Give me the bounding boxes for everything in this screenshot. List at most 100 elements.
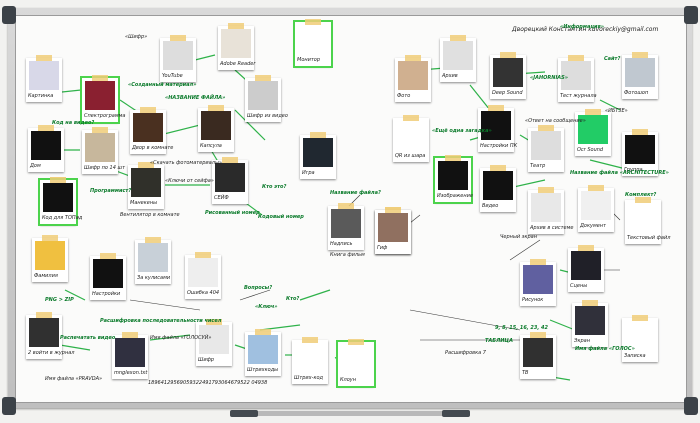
handwritten-note: PNG > ZIP xyxy=(45,297,74,303)
photo-card-manekeny: Манекены xyxy=(128,162,164,209)
card-caption: Спектрограмма xyxy=(84,113,126,119)
card-caption: Текстовый файл xyxy=(627,235,671,241)
photo-card-spectrogram: Спектрограмма xyxy=(80,75,125,124)
corner-cap-tr xyxy=(684,6,698,24)
photo-card-barcode: Штрих-код xyxy=(292,337,328,384)
card-image xyxy=(625,135,655,164)
tape xyxy=(588,185,604,191)
card-caption: Ocr Sound xyxy=(577,147,604,153)
tape xyxy=(488,105,504,111)
card-image xyxy=(93,259,123,288)
card-caption: Настройки ПК xyxy=(480,143,518,149)
card-caption: QR из шара xyxy=(395,153,426,159)
card-image xyxy=(483,171,513,200)
card-image xyxy=(378,213,408,242)
card-image xyxy=(625,58,655,87)
photo-card-matreshka: Фамилия xyxy=(32,235,68,282)
handwritten-note: «Ключи от сейфа» xyxy=(165,178,214,184)
photo-card-teatr: Театр xyxy=(528,125,564,172)
card-image xyxy=(578,115,608,144)
card-image xyxy=(248,335,278,364)
handwritten-note: «Шифр» xyxy=(125,34,148,40)
card-image xyxy=(571,251,601,280)
tape xyxy=(50,177,66,183)
handwritten-note: «Скачать фотоматериалы» xyxy=(150,160,222,166)
photo-card-fire: 2 войти в журнал xyxy=(26,312,74,359)
photo-card-greensq: Ocr Sound xyxy=(575,109,611,156)
tape xyxy=(255,329,271,335)
handwritten-note: «Созданный материал» xyxy=(128,82,197,88)
corner-cap-tl xyxy=(2,6,16,24)
photo-card-gruppa: Группа xyxy=(622,129,658,176)
photo-card-koddlya: Код для ТОПа xyxy=(38,177,79,226)
tape xyxy=(38,125,54,131)
card-image xyxy=(625,321,655,350)
card-image xyxy=(115,338,145,367)
marker-tray xyxy=(235,411,465,416)
card-caption: Капсула xyxy=(200,143,222,149)
photo-card-screen2: Экран xyxy=(572,300,608,347)
photo-card-nastoyka: Настройки xyxy=(90,253,126,300)
card-image xyxy=(396,121,426,150)
card-caption: Документ xyxy=(580,223,606,229)
card-caption: Фотошоп xyxy=(624,90,649,96)
tape xyxy=(578,245,594,251)
card-caption: Игра xyxy=(302,170,315,176)
photo-card-room: Двор в комнате xyxy=(130,107,173,154)
card-image xyxy=(163,41,193,70)
card-image xyxy=(295,343,325,372)
tape xyxy=(138,162,154,168)
photo-card-doc2: Шифр xyxy=(196,319,232,366)
card-caption: Фамилия xyxy=(34,273,58,279)
photo-card-youtube: YouTube xyxy=(160,35,196,82)
handwritten-note: Сайт? xyxy=(604,56,621,62)
card-image xyxy=(531,131,561,160)
card-caption: Дом xyxy=(30,163,41,169)
tape xyxy=(405,55,421,61)
photo-card-blue: Штрихкоды xyxy=(245,329,281,376)
card-image xyxy=(581,191,611,220)
photo-card-adobe: Adobe Reader xyxy=(218,23,255,70)
tape xyxy=(310,132,326,138)
photo-card-doska: Надпись xyxy=(328,203,364,250)
card-image xyxy=(298,25,328,54)
card-caption: Шифр из видео xyxy=(247,113,288,119)
handwritten-note: «НАЗВАНИЕ ФАЙЛА» xyxy=(165,95,226,101)
handwritten-note: Вентилятор в комнате xyxy=(120,212,180,218)
card-caption: Сцены xyxy=(570,283,588,289)
handwritten-note: «ИБТЗЕ» xyxy=(605,108,628,114)
tape xyxy=(538,125,554,131)
card-image xyxy=(438,161,468,190)
card-caption: За кулисами xyxy=(137,275,171,281)
photo-card-dom: Дом xyxy=(28,125,64,172)
card-caption: YouTube xyxy=(162,73,183,79)
photo-card-gif: Гиф xyxy=(375,207,411,254)
card-caption: Deep Sound xyxy=(492,90,523,96)
card-image xyxy=(201,111,231,140)
card-caption: Код для ТОПа xyxy=(42,215,79,221)
tape xyxy=(445,155,461,161)
handwritten-note: Кодовый номер xyxy=(258,214,304,220)
card-caption: Надпись xyxy=(330,241,353,247)
handwritten-note: Книга фильм xyxy=(330,252,365,258)
photo-card-oshibka: Ошибка 404 xyxy=(185,252,221,299)
tape xyxy=(635,197,651,203)
card-image xyxy=(199,325,229,354)
photo-card-black1: Изображение xyxy=(433,155,473,204)
card-caption: Группа xyxy=(624,167,643,173)
handwritten-note: 18964129569059322491793064679522 04938 xyxy=(148,380,268,386)
handwritten-note: Черный экран xyxy=(500,234,538,240)
card-caption: СЕЙФ xyxy=(214,195,229,201)
card-image xyxy=(29,61,59,90)
card-image xyxy=(628,203,658,232)
photo-card-flower: Рисунок xyxy=(520,259,556,306)
tape xyxy=(195,252,211,258)
card-caption: Манекены xyxy=(130,200,158,206)
tape xyxy=(568,55,584,61)
card-caption: Шифр по 14 шт xyxy=(84,165,125,171)
card-caption: Изображение xyxy=(437,193,473,199)
tape xyxy=(632,129,648,135)
card-image xyxy=(35,241,65,270)
tape xyxy=(36,55,52,61)
handwritten-note: Рисованный номер xyxy=(205,210,260,216)
